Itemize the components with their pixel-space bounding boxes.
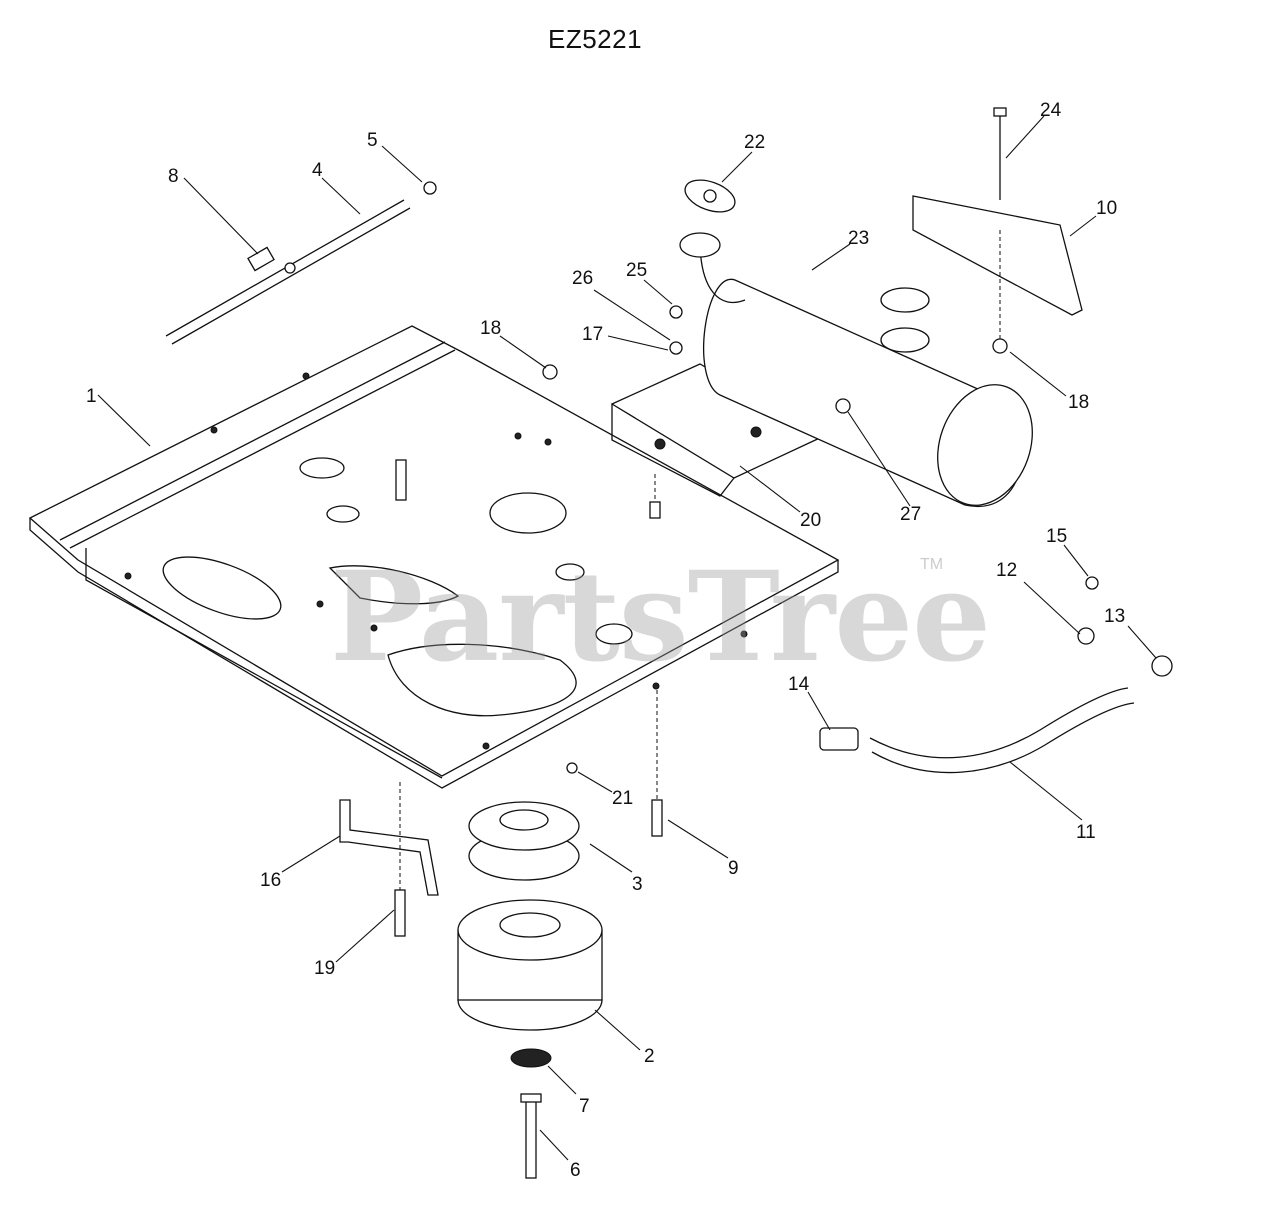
- callout-6: 6: [570, 1160, 581, 1181]
- callout-26: 26: [572, 268, 593, 289]
- callout-17: 17: [582, 324, 603, 345]
- callout-25: 25: [626, 260, 647, 281]
- callout-21: 21: [612, 788, 633, 809]
- diagram-title: EZ5221: [548, 24, 643, 54]
- callout-13: 13: [1104, 606, 1125, 627]
- callout-1: 1: [86, 386, 97, 407]
- callout-2: 2: [644, 1046, 655, 1067]
- callout-4: 4: [312, 160, 323, 181]
- callout-18-shield: 18: [1068, 392, 1089, 413]
- callout-8: 8: [168, 166, 179, 187]
- hose-assembly: [819, 576, 1173, 774]
- callout-3: 3: [632, 874, 643, 895]
- frame-plate: [28, 325, 840, 789]
- callout-leaders: [97, 115, 1157, 1161]
- callout-9: 9: [728, 858, 739, 879]
- callout-24: 24: [1040, 100, 1062, 121]
- callout-18-plate: 18: [480, 318, 501, 339]
- washer-and-bolt: [510, 1048, 552, 1179]
- callout-12: 12: [996, 560, 1017, 581]
- callout-27: 27: [900, 504, 921, 525]
- rod-assembly: [165, 181, 437, 345]
- callout-5: 5: [367, 130, 378, 151]
- pulley: [468, 801, 580, 881]
- callout-19: 19: [314, 958, 335, 979]
- partstree-watermark: PartsTree: [330, 545, 991, 690]
- callout-23: 23: [848, 228, 869, 249]
- clutch: [457, 899, 603, 1031]
- small-fasteners: [542, 305, 683, 380]
- callout-10: 10: [1096, 198, 1117, 219]
- callout-11: 11: [1076, 822, 1096, 843]
- idler-bracket: [339, 782, 439, 937]
- plate-bolts: [395, 459, 663, 837]
- heat-shield: [912, 107, 1083, 354]
- callout-labels: 1 2 3 4 5 6 7 8 9 10 11 12 13 14 15 16 1…: [86, 100, 1125, 1181]
- callout-16: 16: [260, 870, 281, 891]
- trademark-mark: TM: [920, 556, 944, 573]
- gasket: [684, 179, 736, 213]
- callout-7: 7: [579, 1096, 590, 1117]
- callout-15: 15: [1046, 526, 1067, 547]
- callout-20: 20: [800, 510, 821, 531]
- muffler: [679, 232, 1033, 508]
- callout-22: 22: [744, 132, 765, 153]
- callout-14: 14: [788, 674, 810, 695]
